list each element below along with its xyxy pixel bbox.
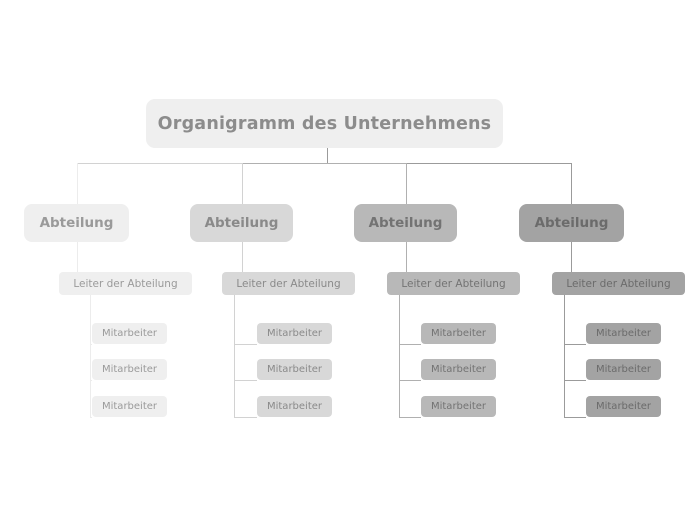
head-drop-3: [406, 242, 407, 295]
employee-box-3-3[interactable]: Mitarbeiter: [421, 396, 496, 417]
employee-box-2-1[interactable]: Mitarbeiter: [257, 323, 332, 344]
employee-stub-1-1: [90, 344, 92, 345]
head-box-4-label: Leiter der Abteilung: [566, 277, 671, 290]
org-chart-title-box[interactable]: Organigramm des Unternehmens: [146, 99, 503, 148]
employee-spine-3: [399, 295, 400, 417]
employee-box-4-2[interactable]: Mitarbeiter: [586, 359, 661, 380]
dept-drop-1: [77, 163, 78, 204]
employee-box-2-2-label: Mitarbeiter: [266, 364, 323, 375]
employee-stub-4-2: [564, 380, 586, 381]
head-box-2-label: Leiter der Abteilung: [236, 277, 341, 290]
employee-box-3-1[interactable]: Mitarbeiter: [421, 323, 496, 344]
head-drop-2: [242, 242, 243, 295]
employee-box-1-2-label: Mitarbeiter: [101, 364, 158, 375]
employee-stub-3-3: [399, 417, 421, 418]
employee-box-4-1[interactable]: Mitarbeiter: [586, 323, 661, 344]
department-box-3[interactable]: Abteilung: [354, 204, 457, 242]
dept-drop-4: [571, 163, 572, 204]
employee-box-1-1-label: Mitarbeiter: [101, 328, 158, 339]
bus-segment-2: [242, 163, 407, 164]
head-box-1[interactable]: Leiter der Abteilung: [59, 272, 192, 295]
employee-box-4-2-label: Mitarbeiter: [595, 364, 652, 375]
dept-drop-3: [406, 163, 407, 204]
head-drop-1: [77, 242, 78, 295]
employee-stub-3-2: [399, 380, 421, 381]
employee-box-1-1[interactable]: Mitarbeiter: [92, 323, 167, 344]
employee-stub-2-1: [234, 344, 257, 345]
department-box-4[interactable]: Abteilung: [519, 204, 624, 242]
employee-box-3-3-label: Mitarbeiter: [430, 401, 487, 412]
department-box-2[interactable]: Abteilung: [190, 204, 293, 242]
head-drop-4: [571, 242, 572, 295]
employee-stub-4-1: [564, 344, 586, 345]
department-box-2-label: Abteilung: [204, 215, 279, 231]
department-box-4-label: Abteilung: [534, 215, 609, 231]
head-box-3-label: Leiter der Abteilung: [401, 277, 506, 290]
bus-segment-3: [406, 163, 572, 164]
employee-stub-2-3: [234, 417, 257, 418]
employee-box-3-2-label: Mitarbeiter: [430, 364, 487, 375]
dept-drop-2: [242, 163, 243, 204]
employee-stub-4-3: [564, 417, 586, 418]
employee-box-1-2[interactable]: Mitarbeiter: [92, 359, 167, 380]
employee-stub-3-1: [399, 344, 421, 345]
employee-box-4-3[interactable]: Mitarbeiter: [586, 396, 661, 417]
head-box-1-label: Leiter der Abteilung: [73, 277, 178, 290]
department-box-1[interactable]: Abteilung: [24, 204, 129, 242]
employee-spine-2: [234, 295, 235, 417]
head-box-2[interactable]: Leiter der Abteilung: [222, 272, 355, 295]
head-box-3[interactable]: Leiter der Abteilung: [387, 272, 520, 295]
employee-spine-4: [564, 295, 565, 417]
employee-box-2-3[interactable]: Mitarbeiter: [257, 396, 332, 417]
employee-box-1-3-label: Mitarbeiter: [101, 401, 158, 412]
employee-box-2-1-label: Mitarbeiter: [266, 328, 323, 339]
bus-segment-1: [77, 163, 243, 164]
employee-box-4-3-label: Mitarbeiter: [595, 401, 652, 412]
employee-box-3-2[interactable]: Mitarbeiter: [421, 359, 496, 380]
employee-box-1-3[interactable]: Mitarbeiter: [92, 396, 167, 417]
employee-stub-1-3: [90, 417, 92, 418]
employee-box-4-1-label: Mitarbeiter: [595, 328, 652, 339]
employee-stub-2-2: [234, 380, 257, 381]
employee-box-2-3-label: Mitarbeiter: [266, 401, 323, 412]
org-chart-title-label: Organigramm des Unternehmens: [157, 113, 492, 134]
head-box-4[interactable]: Leiter der Abteilung: [552, 272, 685, 295]
employee-box-2-2[interactable]: Mitarbeiter: [257, 359, 332, 380]
employee-box-3-1-label: Mitarbeiter: [430, 328, 487, 339]
department-box-3-label: Abteilung: [368, 215, 443, 231]
root-stem: [327, 148, 328, 164]
department-box-1-label: Abteilung: [39, 215, 114, 231]
employee-spine-1: [90, 295, 91, 417]
employee-stub-1-2: [90, 380, 92, 381]
